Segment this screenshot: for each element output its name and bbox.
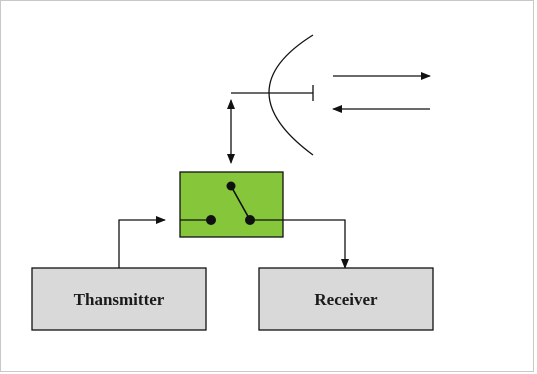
- receiver-label: Receiver: [314, 290, 378, 309]
- receiver-block: [258, 267, 434, 331]
- transmitter-label: Thansmitter: [74, 290, 165, 309]
- antenna-dish: [268, 34, 314, 156]
- switch-to-receiver-line: [250, 219, 349, 269]
- switch-lever: [230, 185, 251, 221]
- transmitter-to-switch-line: [118, 216, 166, 268]
- transmitter-block: [31, 267, 207, 331]
- tr-switch-block: [179, 171, 284, 238]
